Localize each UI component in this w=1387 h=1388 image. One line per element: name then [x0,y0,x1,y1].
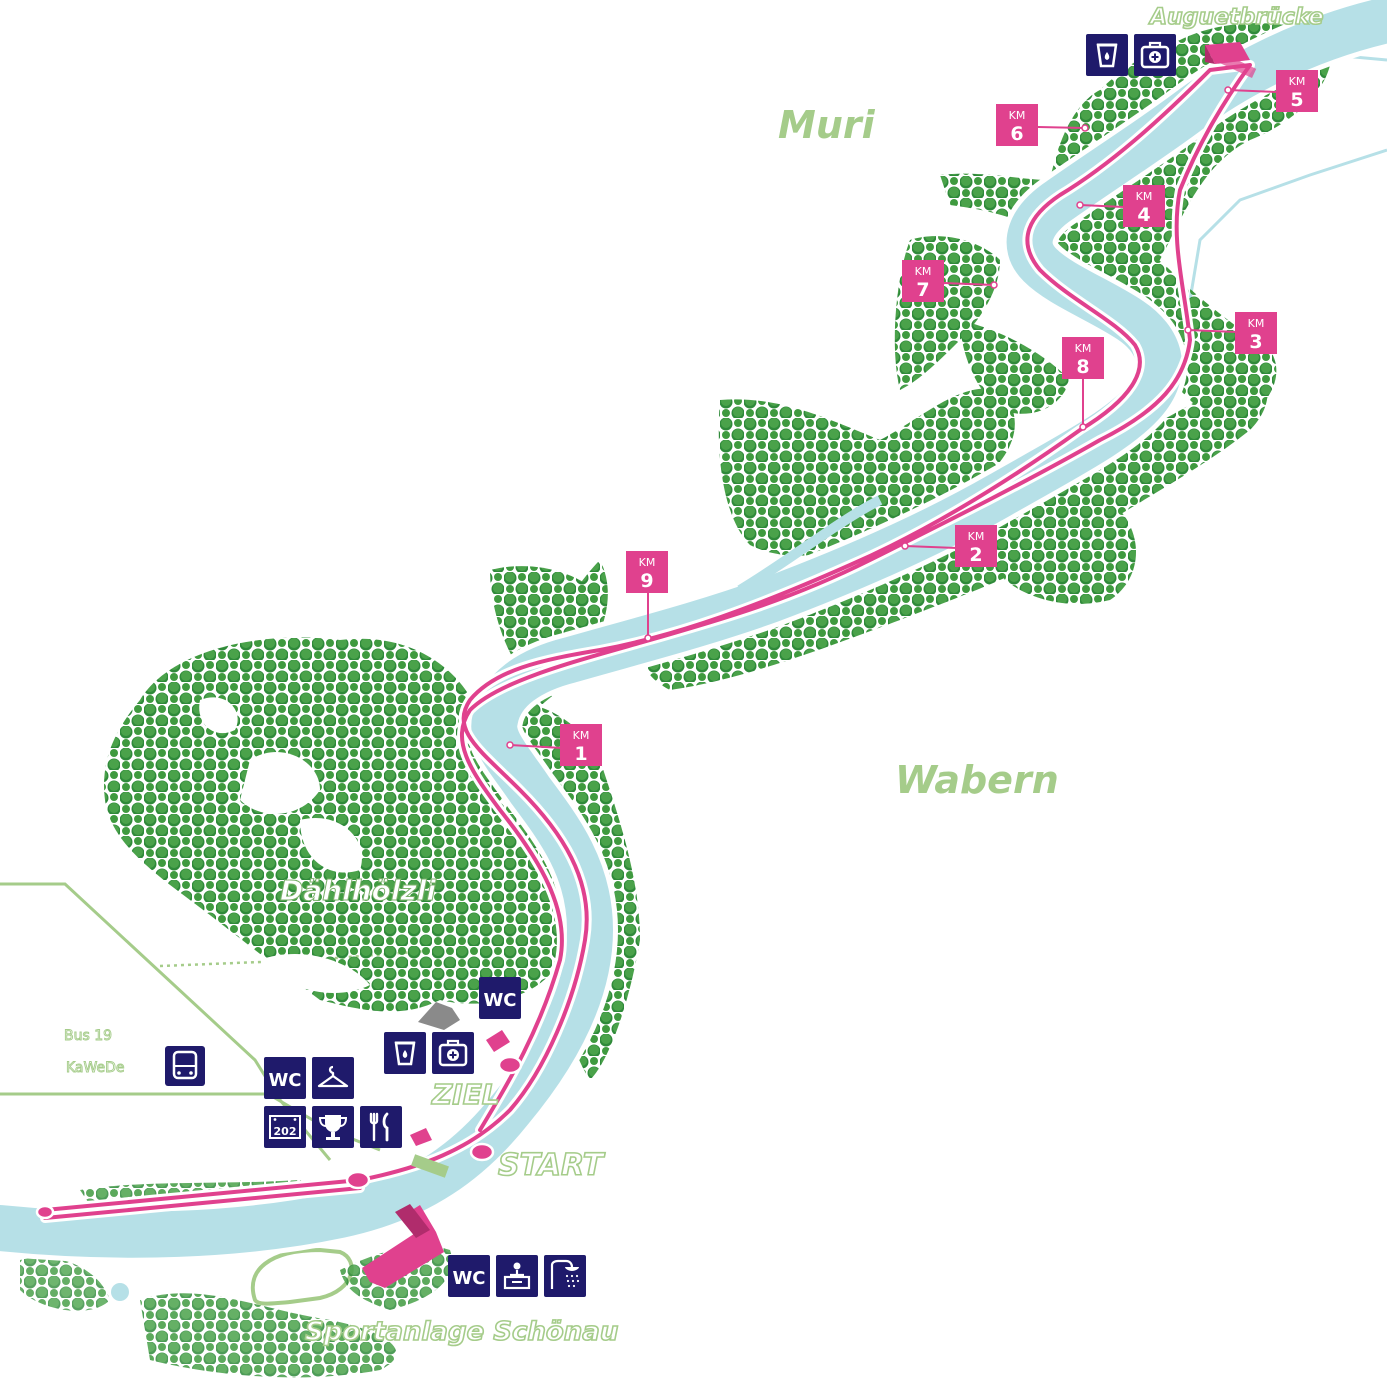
svg-text:8: 8 [1076,356,1089,378]
changing-room-icon [496,1255,538,1297]
buildings [362,42,1250,1288]
race-route [40,60,1255,1223]
svg-text:3: 3 [1249,331,1262,353]
svg-text:WC: WC [268,1070,301,1091]
service-icons: WC WC 202 [264,34,1176,1297]
turn-point [345,1170,371,1190]
place-muri: Muri [778,103,876,147]
turn-point [35,1204,55,1220]
wc-icon: WC [264,1057,306,1099]
bus-line: Bus 19 [64,1028,112,1044]
cloakroom-hanger-icon [312,1057,354,1099]
label-ziel: ZIEL [431,1078,500,1111]
place-auguetbruecke: Auguetbrücke [1148,5,1324,30]
svg-text:WC: WC [452,1268,485,1289]
svg-text:202: 202 [274,1125,297,1138]
km-leader-lines [509,89,1278,749]
svg-text:6: 6 [1010,123,1023,145]
drink-station-icon [1086,34,1128,76]
svg-text:KM: KM [573,729,590,742]
svg-text:5: 5 [1290,89,1303,111]
drink-station-icon [384,1032,426,1074]
place-wabern: Wabern [895,758,1059,802]
building-auguetbruecke [1205,42,1250,64]
svg-text:4: 4 [1137,204,1150,226]
svg-text:2: 2 [969,544,982,566]
svg-text:KM: KM [1009,109,1026,122]
bus-stop: Bus 19 KaWeDe [64,1028,205,1086]
wc-icon: WC [479,977,521,1019]
svg-text:WC: WC [483,990,516,1011]
place-daehlhoelzli: Dählhölzli [280,874,436,907]
svg-text:KM: KM [1136,190,1153,203]
svg-text:KM: KM [915,265,932,278]
km-marker-3: KM 3 [1235,312,1277,354]
start-point [469,1142,495,1162]
km-marker-9: KM 9 [626,551,668,593]
building-start-hut [410,1128,432,1146]
svg-text:KM: KM [1248,317,1265,330]
shower-icon [544,1255,586,1297]
svg-text:9: 9 [640,570,653,592]
km-marker-2: KM 2 [955,525,997,567]
forest-clearings [199,697,370,993]
first-aid-icon [432,1032,474,1074]
km-marker-4: KM 4 [1123,185,1165,227]
km-marker-5: KM 5 [1276,70,1318,112]
km-leader-dots [506,86,1232,749]
building-ziel-hut [486,1030,510,1052]
svg-text:KM: KM [1289,75,1306,88]
svg-text:1: 1 [574,743,587,765]
place-sportanlage: Sportanlage Schönau [305,1317,618,1347]
wc-icon: WC [448,1255,490,1297]
first-aid-icon [1134,34,1176,76]
km-marker-6: KM 6 [996,104,1038,146]
km-marker-1: KM 1 [560,724,602,766]
route-nodes [35,1055,523,1220]
bus-stop-name: KaWeDe [66,1060,125,1076]
km-markers: KM 1 KM 2 KM 3 KM 4 KM 5 KM 6 [560,70,1318,766]
svg-text:7: 7 [916,279,929,301]
km-marker-7: KM 7 [902,260,944,302]
label-start: START [498,1148,606,1183]
building-grey [418,1002,460,1030]
food-cutlery-icon [360,1106,402,1148]
svg-text:KM: KM [639,556,656,569]
trophy-icon [312,1106,354,1148]
bib-number-icon: 202 [264,1106,306,1148]
svg-text:KM: KM [1075,342,1092,355]
km-marker-8: KM 8 [1062,337,1104,379]
svg-text:KM: KM [968,530,985,543]
place-labels: Muri Wabern Dählhölzli Auguetbrücke Spor… [280,4,1325,1348]
finish-point [497,1055,523,1075]
